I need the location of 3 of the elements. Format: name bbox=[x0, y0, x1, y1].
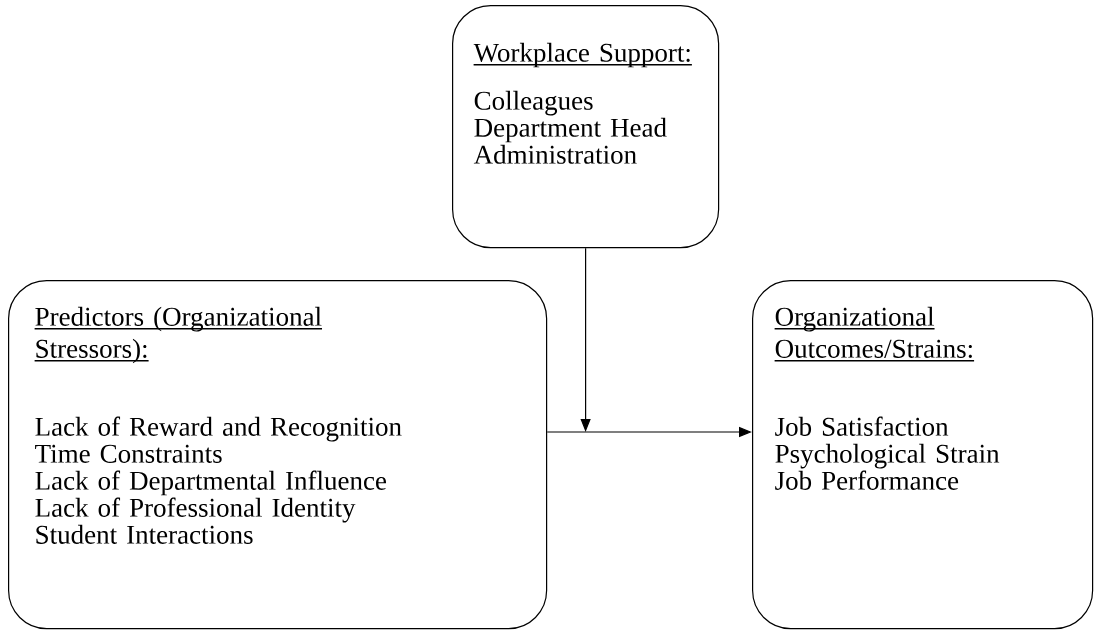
rounded-box: Organizational Outcomes/Strains: Job Satisfaction Psychological Strain Job Performance bbox=[752, 280, 1094, 630]
rounded-box: Predictors (Organizational Stressors): Lack of Reward and Recognition Time Constraints Lack of Departmental Influence Lack of Professional Identity Student Interactions bbox=[8, 280, 548, 630]
rounded-box: Workplace Support: Colleagues Department Head Administration bbox=[452, 5, 720, 249]
